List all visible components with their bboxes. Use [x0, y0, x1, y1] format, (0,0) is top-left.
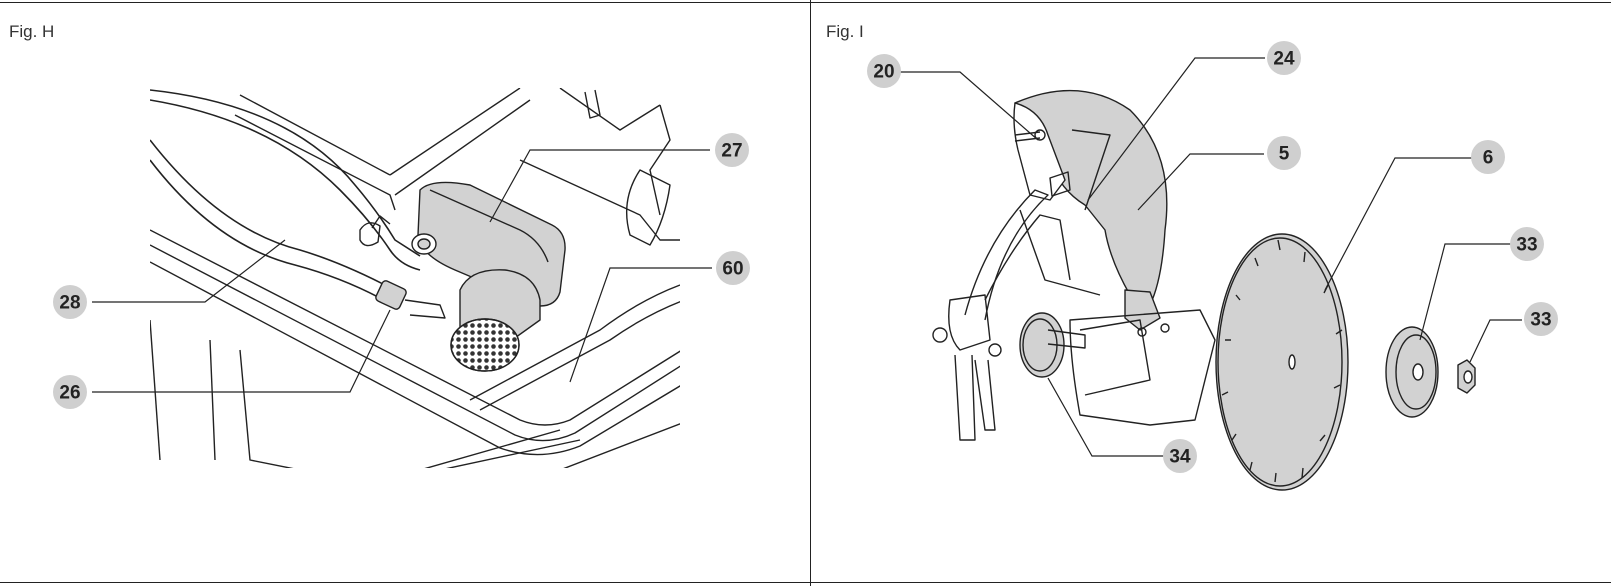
callout-28: 28 — [53, 285, 87, 319]
blade-segments — [1221, 239, 1343, 483]
handle-rod — [954, 354, 996, 441]
callout-33-flange: 33 — [1510, 227, 1544, 261]
carriage-bolt — [1137, 327, 1147, 337]
svg-text:28: 28 — [59, 293, 80, 314]
fig-i-label: Fig. I — [826, 22, 864, 41]
strainer-ring — [450, 318, 520, 372]
outer-flange — [1385, 326, 1439, 418]
callout-20: 20 — [867, 54, 901, 88]
base-panel — [150, 319, 161, 461]
top-rule — [0, 2, 1611, 3]
callout-5: 5 — [1267, 136, 1301, 170]
bracket — [625, 169, 671, 246]
carriage-inner — [1079, 319, 1151, 396]
table-rail — [389, 88, 531, 196]
tray-floor-edge — [150, 261, 680, 456]
hose-lower — [150, 139, 386, 286]
svg-text:60: 60 — [722, 259, 743, 280]
arm-plate — [1019, 209, 1101, 296]
hose-lower-2 — [150, 159, 381, 299]
svg-text:6: 6 — [1483, 148, 1494, 169]
table-edge — [234, 94, 396, 211]
base-panel-2 — [209, 339, 216, 461]
callout-33-nut: 33 — [1524, 302, 1558, 336]
base-lines — [424, 423, 680, 468]
callout-26: 26 — [53, 375, 87, 409]
diamond-blade — [1215, 233, 1349, 491]
tray-inner-corner — [469, 284, 680, 401]
svg-text:33: 33 — [1516, 235, 1537, 256]
blade-bore — [1288, 354, 1296, 370]
pump-body-top — [429, 189, 549, 263]
fig-i-leaders — [890, 57, 1522, 457]
tray-rim-outer — [150, 229, 680, 426]
hose-outer — [150, 99, 421, 271]
cable — [404, 299, 446, 319]
guard-window — [1049, 171, 1071, 197]
hose-clamp — [375, 280, 407, 310]
clamp-knob — [932, 327, 948, 343]
table-rear — [519, 159, 680, 241]
fig-h-leaders — [92, 149, 712, 393]
callouts: 27 60 28 26 20 24 — [53, 41, 1558, 473]
bottom-rule — [0, 582, 1611, 583]
arm-curve — [964, 189, 1049, 321]
svg-text:34: 34 — [1169, 447, 1191, 468]
svg-text:20: 20 — [873, 62, 894, 83]
callout-6: 6 — [1471, 140, 1505, 174]
guard-pin-head — [1034, 129, 1046, 141]
svg-text:26: 26 — [59, 383, 80, 404]
carriage — [1069, 309, 1216, 426]
fig-h-label: Fig. H — [9, 22, 55, 41]
wing-nut — [359, 215, 391, 247]
handle-post — [584, 89, 601, 119]
clamp-screw — [988, 343, 1002, 357]
bracket-arm — [1124, 289, 1161, 331]
panel-divider — [810, 0, 811, 586]
hose-outer-2 — [150, 89, 421, 257]
arm-web — [984, 214, 1071, 301]
flange-nut-hole — [1463, 370, 1473, 384]
carriage-bolt-2 — [1160, 323, 1170, 333]
tray-inner-corner-2 — [479, 300, 680, 411]
handle-clamp — [948, 294, 991, 351]
callout-60: 60 — [716, 251, 750, 285]
callout-27: 27 — [715, 133, 749, 167]
fig-h-drawing — [150, 88, 680, 468]
guard-rear — [1013, 102, 1066, 201]
callout-34: 34 — [1163, 439, 1197, 473]
outer-flange-face — [1395, 334, 1437, 410]
svg-text:5: 5 — [1279, 144, 1290, 165]
spindle — [1047, 329, 1086, 349]
svg-text:27: 27 — [721, 141, 742, 162]
base-panel-3 — [239, 349, 294, 468]
svg-text:24: 24 — [1273, 49, 1295, 70]
callout-24: 24 — [1267, 41, 1301, 75]
fig-i-drawing — [932, 89, 1476, 491]
guard-latch — [1071, 129, 1111, 211]
pump-body — [417, 181, 566, 307]
table-rail-2 — [559, 88, 671, 216]
svg-text:33: 33 — [1530, 310, 1551, 331]
tray-rim-inner — [150, 244, 680, 442]
diamond-blade-rim — [1217, 237, 1343, 487]
hose-fitting-inner — [417, 238, 431, 250]
outer-flange-hub — [1412, 363, 1424, 381]
